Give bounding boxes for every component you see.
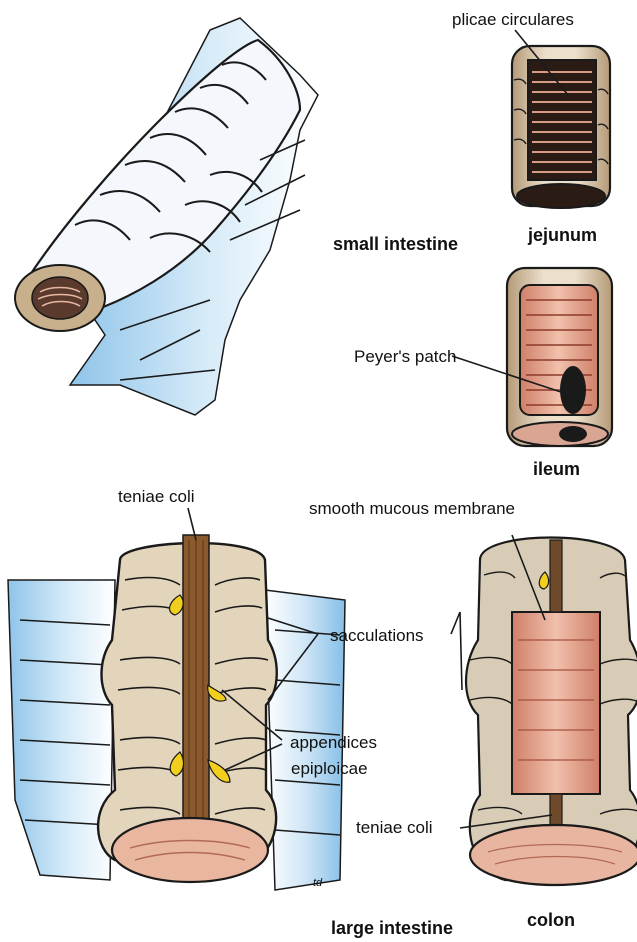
label-teniae-coli-bottom: teniae coli bbox=[356, 819, 433, 836]
large-intestine-opening bbox=[112, 818, 268, 882]
label-sacculations: sacculations bbox=[330, 627, 424, 644]
label-jejunum: jejunum bbox=[528, 226, 597, 244]
large-intestine-drawing bbox=[8, 535, 345, 890]
colon-window bbox=[512, 612, 600, 794]
label-large-intestine: large intestine bbox=[331, 919, 453, 937]
artist-signature: td bbox=[313, 878, 322, 889]
label-appendices: appendices bbox=[290, 734, 377, 751]
label-epiploicae: epiploicae bbox=[291, 760, 368, 777]
ileum-drawing bbox=[507, 268, 612, 446]
jejunum-drawing bbox=[512, 46, 610, 208]
label-ileum: ileum bbox=[533, 460, 580, 478]
peyers-patch-mark bbox=[560, 366, 586, 414]
colon-opening bbox=[470, 825, 637, 885]
label-small-intestine: small intestine bbox=[333, 235, 458, 253]
label-colon: colon bbox=[527, 911, 575, 929]
small-intestine-drawing bbox=[15, 18, 318, 415]
label-smooth-mucous-membrane: smooth mucous membrane bbox=[309, 500, 515, 517]
colon-drawing bbox=[466, 538, 637, 886]
label-peyers-patch: Peyer's patch bbox=[354, 348, 456, 365]
label-plicae-circulares: plicae circulares bbox=[452, 11, 574, 28]
label-teniae-coli-top: teniae coli bbox=[118, 488, 195, 505]
